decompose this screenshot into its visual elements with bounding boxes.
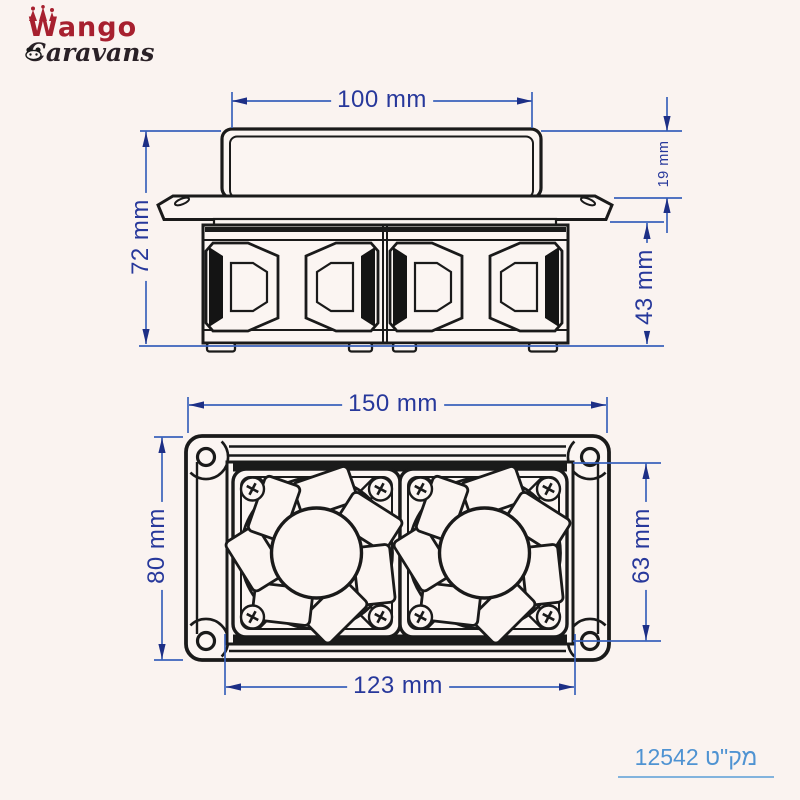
vent-cap (220, 127, 543, 200)
dimension-arrowheads (142, 97, 671, 691)
body-feet (205, 341, 559, 353)
dim-label-outer-width: 150 mm (342, 391, 444, 417)
mounting-flange (156, 194, 614, 221)
catalog-number-link[interactable]: מק"ט 12542 (618, 744, 774, 778)
side-view-diagram (156, 127, 614, 353)
dim-label-inner-height: 63 mm (628, 502, 655, 590)
logo-caravans-text: Caravans (26, 38, 155, 68)
dim-label-outer-height: 80 mm (143, 502, 170, 590)
panda-icon (25, 47, 42, 60)
dim-label-inner-width: 123 mm (347, 673, 449, 699)
front-view-diagram (184, 434, 611, 662)
fan-body-side (201, 217, 570, 353)
fan-right (391, 458, 582, 650)
frame-rails (195, 445, 600, 653)
dim-label-cap-width: 100 mm (331, 87, 433, 113)
fan-left (223, 458, 414, 650)
brand-logo: Wango Caravans (25, 5, 186, 68)
dim-label-total-height: 72 mm (127, 193, 154, 281)
dim-label-cap-height: 19 mm (655, 137, 673, 191)
dim-label-body-height: 43 mm (631, 243, 658, 331)
crown-icon (29, 5, 55, 21)
